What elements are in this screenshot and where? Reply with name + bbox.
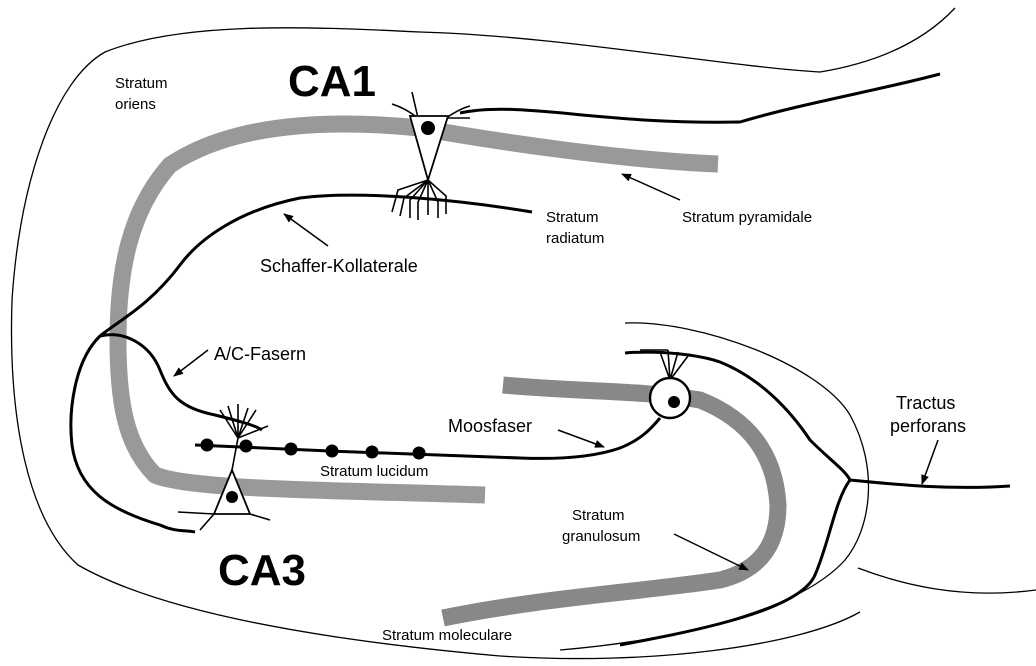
ca3-apical-dendrites xyxy=(220,404,268,438)
lucidum-label: Stratum lucidum xyxy=(320,463,428,480)
ca1-apical-dendrites xyxy=(392,92,470,118)
radiatum-label-line1: Stratum xyxy=(546,209,599,226)
pyramidale-label: Stratum pyramidale xyxy=(682,209,812,226)
bouton xyxy=(413,447,426,460)
tractus-label-line1: Tractus xyxy=(896,393,955,413)
pyramidale-arrow xyxy=(622,174,680,200)
ca1-basal-dendrites xyxy=(392,180,446,220)
ca1-nucleus xyxy=(421,121,435,135)
schaffer-label: Schaffer-Kollaterale xyxy=(260,256,418,276)
moleculare-label: Stratum moleculare xyxy=(382,627,512,644)
granulosum-label-line2: granulosum xyxy=(562,528,640,545)
granule-cell xyxy=(640,350,690,418)
outer-outline-lower xyxy=(858,568,1036,593)
radiatum-label-line2: radiatum xyxy=(546,230,604,247)
ca3-nucleus xyxy=(226,491,238,503)
ac-label: A/C-Fasern xyxy=(214,344,306,364)
ca1-label: CA1 xyxy=(288,57,376,106)
bouton xyxy=(366,446,379,459)
perforant-branch-upper xyxy=(620,480,850,645)
ac-arrow xyxy=(174,350,208,376)
oriens-label-line2: oriens xyxy=(115,96,156,113)
perforant-path-line xyxy=(850,480,1010,487)
bouton xyxy=(285,443,298,456)
moosfaser-arrow xyxy=(558,430,604,447)
schaffer-arrow xyxy=(284,214,328,246)
ca3-neuron xyxy=(178,404,270,530)
ca3-label: CA3 xyxy=(218,546,306,595)
bouton xyxy=(326,445,339,458)
granulosum-arrow xyxy=(674,534,748,570)
granulosum-label-line1: Stratum xyxy=(572,507,625,524)
tractus-arrow xyxy=(922,440,938,484)
oriens-label-line1: Stratum xyxy=(115,75,168,92)
tractus-label-line2: perforans xyxy=(890,416,966,436)
bouton xyxy=(201,439,214,452)
moosfaser-label: Moosfaser xyxy=(448,416,532,436)
ca1-axon-line xyxy=(460,74,940,122)
mossy-fiber-line xyxy=(195,418,660,458)
bouton xyxy=(240,440,253,453)
granule-nucleus xyxy=(668,396,680,408)
